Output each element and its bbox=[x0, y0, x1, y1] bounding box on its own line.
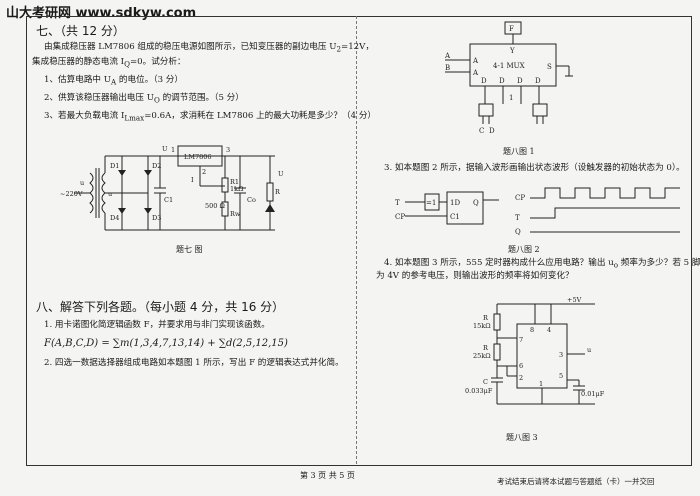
mux-d0-label: D bbox=[481, 77, 487, 85]
mux-const-one: 1 bbox=[509, 94, 513, 102]
rw-label: Rw bbox=[230, 210, 241, 218]
q7-item-1: 1、估算电路中 UA 的电位。（3 分） bbox=[44, 75, 183, 87]
timer-pin7: 7 bbox=[519, 336, 523, 344]
input-voltage-label: ~220V bbox=[60, 190, 83, 198]
page-number: 第 3 页 共 5 页 bbox=[300, 471, 355, 480]
timer-pin3: 3 bbox=[559, 351, 563, 359]
timer-pin5: 5 bbox=[559, 372, 563, 380]
timer-pin8: 8 bbox=[530, 326, 534, 334]
timer-pin6: 6 bbox=[519, 362, 523, 370]
mux-input-a: A bbox=[445, 52, 451, 60]
q7-intro-line1: 由集成稳压器 LM7806 组成的稳压电源如图所示，已知变压器的副边电压 U2=… bbox=[44, 42, 374, 54]
q8-fig1-caption: 题八图 1 bbox=[503, 147, 535, 156]
q8-sub4-line2: 为 4V 的参考电压，则输出波形的频率将如何变化？ bbox=[376, 271, 574, 281]
q8-fig2-caption: 题八图 2 bbox=[508, 245, 540, 254]
watermark: 山大考研网 www.sdkyw.com bbox=[6, 6, 197, 21]
uo-label: U bbox=[278, 170, 284, 178]
ff-d-label: 1D bbox=[450, 199, 460, 207]
q8-fig3-caption: 题八图 3 bbox=[506, 433, 538, 442]
q7-intro-line2: 集成稳压器的静态电流 IQ=0。试分析： bbox=[32, 57, 186, 69]
d2-label: D2 bbox=[152, 162, 161, 170]
q7-item-3: 3、若最大负载电流 ILmax=0.6A，求消耗在 LM7806 上的最大功耗是… bbox=[44, 111, 377, 123]
ff-cp-label: CP bbox=[395, 213, 405, 221]
q8-sub3: 3. 如本题图 2 所示，据输入波形画输出状态波形（设触发器的初始状态为 0）。 bbox=[384, 163, 685, 173]
u1-label: u bbox=[80, 179, 84, 187]
q8-sub1: 1. 用卡诺图化简逻辑函数 F，并要求用与非门实现该函数。 bbox=[44, 320, 270, 330]
mux-s-label: S bbox=[547, 63, 552, 71]
co-label: Co bbox=[247, 196, 256, 204]
timer-c2-value: 0.01μF bbox=[581, 390, 605, 398]
mux-name: 4-1 MUX bbox=[493, 62, 525, 70]
mux-a1-label: A bbox=[472, 57, 479, 65]
column-divider bbox=[356, 16, 357, 464]
d3-label: D3 bbox=[152, 214, 161, 222]
mux-f-label: F bbox=[509, 25, 514, 33]
mux-d2-label: D bbox=[517, 77, 523, 85]
rw-value: 500 Ω bbox=[205, 202, 225, 210]
q8-timer-diagram: +5V R 15kΩ R 25kΩ C 0.033μF 0.01μF 8 4 7… bbox=[465, 296, 605, 405]
q7-circuit-diagram: LM7806 1 3 2 ~220V u u D1 D2 D3 D4 C1 Co… bbox=[60, 145, 284, 231]
mux-a0-label: A bbox=[472, 69, 479, 77]
pin3-label: 3 bbox=[226, 146, 230, 154]
wave-t-label: CP bbox=[515, 194, 525, 202]
q7-item-2: 2、供算该稳压器输出电压 UO 的调节范围。（5 分） bbox=[44, 93, 244, 105]
timer-r2-value: 25kΩ bbox=[473, 352, 491, 360]
ff-c-label: C1 bbox=[450, 213, 460, 221]
mux-input-d: D bbox=[489, 127, 495, 135]
mux-d1-label: D bbox=[499, 77, 505, 85]
timer-r2-label: R bbox=[483, 344, 489, 352]
iq-label: I bbox=[191, 176, 194, 184]
ff-q-label: Q bbox=[473, 199, 479, 207]
footer-note: 考试结束后请将本试题与答题纸（卡）一并交回 bbox=[497, 477, 655, 486]
q8-mux-diagram: F Y 4-1 MUX A A S D D D D A B 1 C D bbox=[445, 21, 573, 135]
q8-sub2: 2. 四选一数据选择器组成电路如本题图 1 所示，写出 F 的逻辑表达式并化简。 bbox=[44, 358, 344, 368]
wave-cp-label: T bbox=[515, 214, 520, 222]
q7-title: 七、（共 12 分） bbox=[36, 24, 125, 38]
q8-flipflop-diagram: T CP =1 1D C1 Q CP T Q bbox=[395, 187, 680, 236]
ff-t-label: T bbox=[395, 199, 400, 207]
r1-value: 1kΩ bbox=[230, 185, 243, 193]
mux-input-c: C bbox=[479, 127, 484, 135]
r1-label: R1 bbox=[230, 178, 239, 186]
lm7806-label: LM7806 bbox=[184, 153, 212, 161]
timer-uo-label: u bbox=[587, 346, 591, 354]
q7-figure-caption: 题七 图 bbox=[176, 245, 203, 254]
pin1-label: 1 bbox=[171, 146, 175, 154]
wave-q-label: Q bbox=[515, 228, 521, 236]
q8-title: 八、解答下列各题。（每小题 4 分，共 16 分） bbox=[36, 300, 285, 314]
page-border bbox=[26, 16, 692, 466]
timer-c-label: C bbox=[483, 378, 488, 386]
mux-d3-label: D bbox=[535, 77, 541, 85]
timer-pin1: 1 bbox=[539, 380, 543, 388]
timer-vcc-label: +5V bbox=[567, 296, 582, 304]
mux-y-label: Y bbox=[509, 47, 515, 55]
timer-c-value: 0.033μF bbox=[465, 387, 493, 395]
timer-pin4: 4 bbox=[547, 326, 551, 334]
pin2-label: 2 bbox=[202, 168, 206, 176]
timer-pin2: 2 bbox=[519, 374, 523, 382]
mux-input-b: B bbox=[445, 64, 450, 72]
ff-xor-label: =1 bbox=[426, 199, 436, 207]
rl-label: R bbox=[275, 188, 281, 196]
c1-label: C1 bbox=[164, 196, 173, 204]
d1-label: D1 bbox=[110, 162, 119, 170]
u2-label: u bbox=[108, 190, 112, 198]
ua-label: U bbox=[162, 145, 168, 153]
timer-r1-value: 15kΩ bbox=[473, 322, 491, 330]
q8-sub4-line1: 4. 如本题图 3 所示，555 定时器构成什么应用电路？输出 uo 频率为多少… bbox=[384, 258, 700, 270]
timer-r1-label: R bbox=[483, 314, 489, 322]
d4-label: D4 bbox=[110, 214, 119, 222]
q8-formula: F(A,B,C,D) = ∑m(1,3,4,7,13,14) + ∑d(2,5,… bbox=[44, 338, 288, 349]
